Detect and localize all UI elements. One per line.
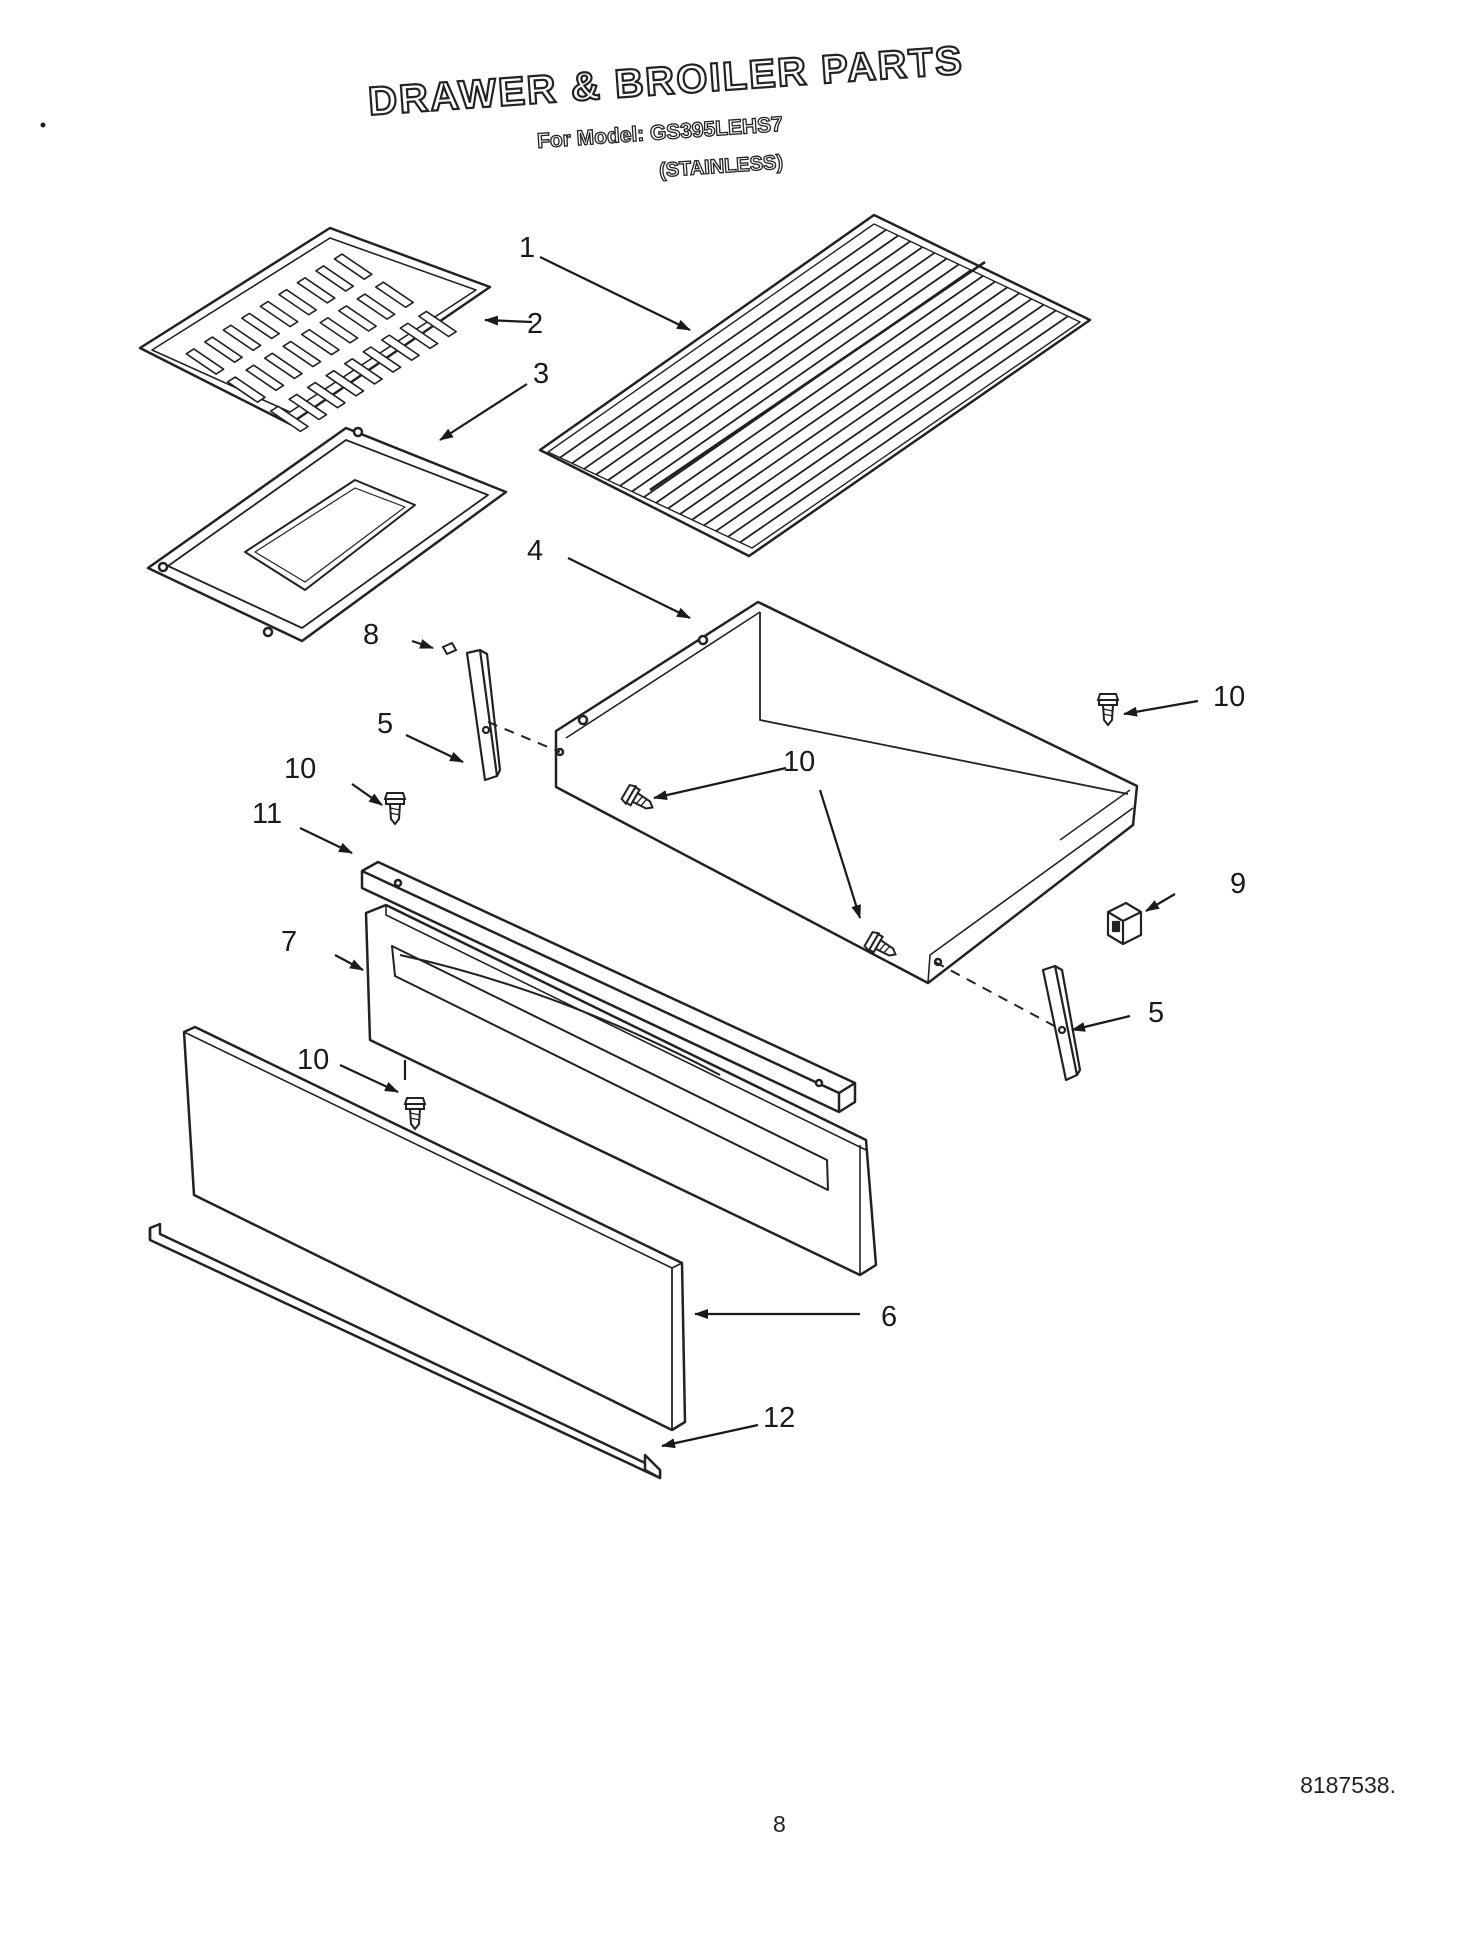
slide-bracket-left-part <box>465 648 502 782</box>
leader-arrow <box>299 827 353 854</box>
rack-wire <box>607 252 936 481</box>
callout-c12: 12 <box>763 1402 795 1434</box>
leader-arrow <box>484 315 533 326</box>
leader-arrow <box>339 1064 399 1093</box>
grid-slot <box>203 336 243 363</box>
callout-c4: 4 <box>527 535 543 567</box>
callout-c5a: 5 <box>377 708 393 740</box>
callout-c8: 8 <box>363 619 379 651</box>
grid-slot <box>380 334 420 362</box>
grid-slot <box>319 316 359 344</box>
bottom-trim-part <box>148 1222 662 1480</box>
callout-c1: 1 <box>519 232 535 264</box>
drawer-stop-part <box>1106 901 1143 946</box>
slide-bracket-right-part <box>1041 964 1082 1082</box>
rack-wire <box>667 280 996 510</box>
grid-slot <box>325 369 365 397</box>
leader-arrow <box>351 783 383 806</box>
broiler-pan-part <box>146 426 508 643</box>
rack-wire <box>703 298 1033 527</box>
outer-drawer-front-part <box>182 1025 687 1432</box>
grid-slot <box>375 281 414 309</box>
callout-c10d: 10 <box>297 1044 329 1076</box>
grid-slot <box>300 328 340 356</box>
page-number: 8 <box>773 1811 786 1837</box>
callout-c7: 7 <box>281 926 297 958</box>
broiler-grid-part <box>138 226 492 433</box>
grid-slot <box>418 310 457 338</box>
grid-slot <box>343 358 383 385</box>
screw-part <box>383 792 407 826</box>
callout-c10a: 10 <box>1213 681 1245 713</box>
rack-wire <box>727 309 1057 538</box>
screws <box>383 693 1120 1131</box>
grid-slot <box>399 322 439 350</box>
grid-slot <box>222 324 262 352</box>
scan-speck <box>40 122 46 128</box>
callout-c10b: 10 <box>783 746 815 778</box>
callout-c5b: 5 <box>1148 997 1164 1029</box>
grid-slot <box>241 312 280 340</box>
grid-slot <box>269 405 309 433</box>
drawer-body-part <box>554 600 1139 985</box>
leader-arrow <box>334 954 364 971</box>
grid-slot <box>226 376 266 403</box>
alignment-line <box>487 721 561 753</box>
grid-slot <box>288 393 328 421</box>
callout-c3: 3 <box>533 358 549 390</box>
grid-slot <box>356 293 396 320</box>
grid-slot <box>362 346 402 373</box>
grid-slot <box>333 253 373 280</box>
rack-wire <box>655 275 984 504</box>
leader-arrow <box>1123 699 1199 717</box>
drawer-front-panel-part <box>364 903 878 1277</box>
callout-c9: 9 <box>1230 868 1246 900</box>
alignment-line <box>934 961 1063 1031</box>
callout-c11: 11 <box>252 798 282 830</box>
grid-slot <box>263 352 303 380</box>
screw-part <box>403 1097 427 1131</box>
document-number: 8187538. <box>1300 1772 1396 1798</box>
screw-part <box>620 783 654 810</box>
leader-arrow <box>567 557 691 619</box>
grid-slot <box>245 364 285 392</box>
callout-c2: 2 <box>527 308 543 340</box>
grid-slot <box>296 277 336 304</box>
rack-wire <box>595 246 923 476</box>
rack-wire <box>679 286 1008 515</box>
grid-slot <box>278 288 318 316</box>
rack-wire <box>739 315 1069 544</box>
leader-arrow <box>1071 1014 1131 1032</box>
leader-arrow <box>405 734 464 763</box>
drawer-trim-strip-part <box>360 860 857 1114</box>
grid-slot <box>337 305 377 332</box>
grid-slot <box>306 381 346 409</box>
rack-wire <box>631 263 960 493</box>
oven-rack-part <box>538 213 1092 558</box>
screw-part <box>1096 693 1120 727</box>
leader-arrow <box>661 1423 759 1449</box>
leader-arrow <box>653 766 787 800</box>
rack-wire <box>571 234 899 465</box>
clip-part <box>441 641 458 656</box>
leader-arrow <box>439 383 528 441</box>
grid-slot <box>282 340 322 368</box>
leader-arrow <box>411 639 434 650</box>
leader-arrow <box>818 789 862 919</box>
grid-slot <box>185 348 225 375</box>
rack-wire <box>583 240 911 470</box>
leader-arrow <box>1145 893 1176 912</box>
grid-slot <box>315 265 355 292</box>
rack-wire <box>559 229 887 459</box>
rack-wire <box>619 257 948 487</box>
rack-wire <box>691 292 1020 521</box>
callout-c10c: 10 <box>284 753 316 785</box>
callout-c6: 6 <box>881 1301 897 1333</box>
grid-slot <box>259 300 299 328</box>
rack-wire <box>715 303 1045 532</box>
screw-part <box>863 930 897 957</box>
leader-arrow <box>539 256 691 331</box>
